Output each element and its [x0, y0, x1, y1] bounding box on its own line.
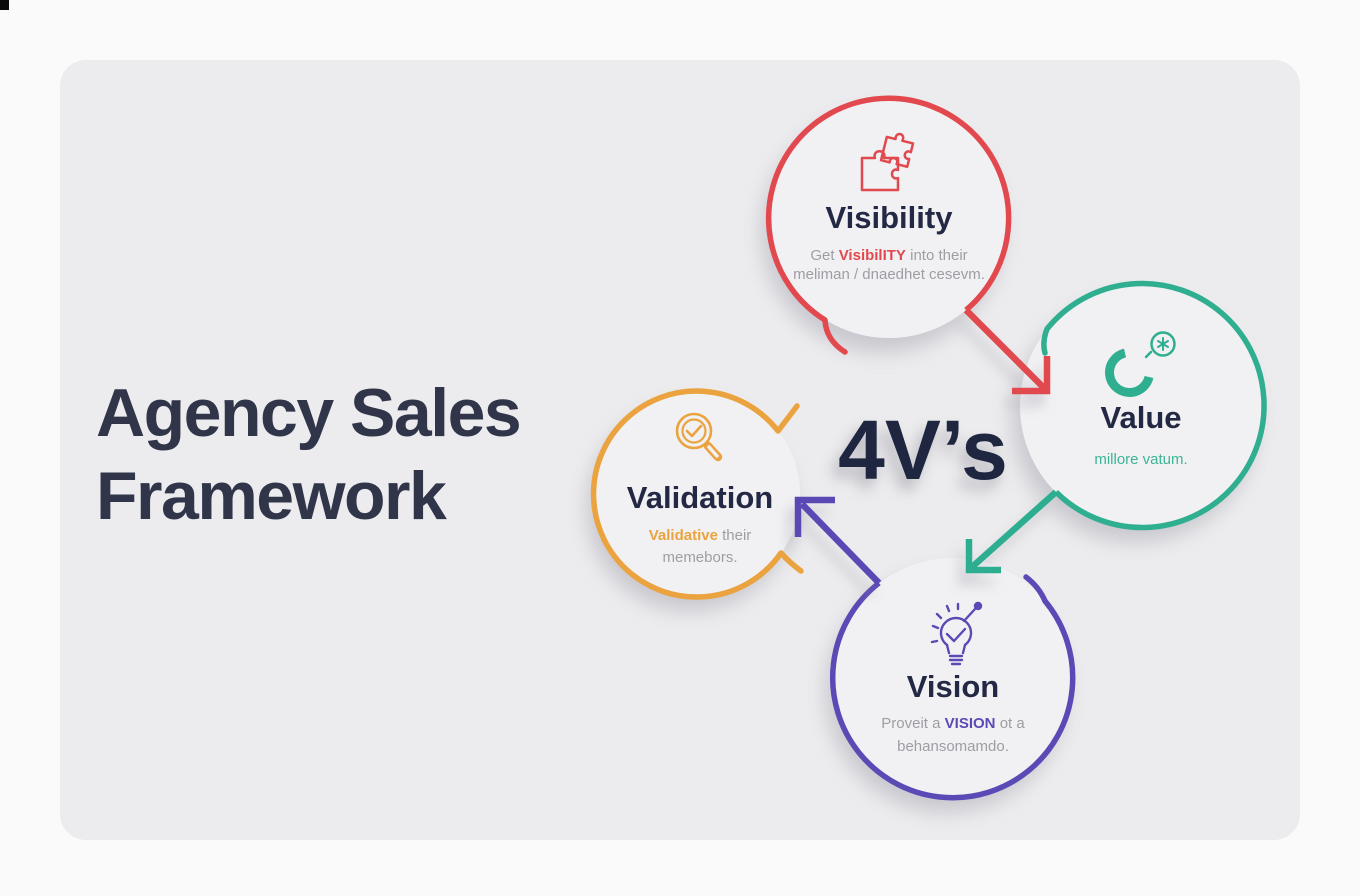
node-title-validation: Validation	[626, 480, 774, 515]
page-title: Agency Sales Framework	[96, 372, 522, 538]
page-title-line1: Agency Sales	[96, 375, 522, 451]
visibility-circle-tail	[822, 317, 848, 355]
visibility-circle	[765, 95, 1012, 355]
value-sub-line1: millore vatum.	[1094, 451, 1188, 468]
visibility-circle-fill	[769, 98, 1009, 338]
puzzle-icon	[860, 132, 915, 192]
validation-circle-tail-bottom	[778, 550, 804, 574]
visibility-sub-pre: Get	[810, 247, 839, 264]
node-subtitle-value: millore vatum.	[1094, 450, 1187, 469]
arrow-visibility-to-value	[963, 307, 1051, 395]
magnifier-check-icon	[675, 412, 723, 462]
validation-sub-line2: memebors.	[662, 549, 738, 566]
vision-sub-em: VISION	[944, 715, 996, 732]
node-subtitle-vision: Proveit a VISION ot a behansomamdo.	[881, 712, 1024, 758]
node-subtitle-validation: Validative their memebors.	[649, 525, 752, 569]
arrowhead-southwest	[965, 539, 1001, 574]
validation-sub-post: their	[717, 527, 752, 544]
value-circle	[1041, 280, 1267, 531]
arrowhead-northwest	[794, 496, 835, 537]
vision-sub-line2: behansomamdo.	[897, 738, 1009, 755]
validation-sub-em: Validative	[648, 527, 718, 544]
arrow-value-to-vision	[965, 489, 1059, 574]
center-label-4vs: 4V’s	[838, 403, 1008, 497]
validation-circle-tail-top	[775, 403, 800, 434]
node-title-vision: Vision	[906, 669, 1000, 704]
lightbulb-icon	[930, 601, 983, 666]
node-title-value: Value	[1100, 400, 1182, 435]
node-title-visibility: Visibility	[825, 200, 953, 235]
circle-fills	[594, 98, 1264, 798]
vision-circle-fill	[833, 558, 1073, 798]
arrow-vision-to-validation	[794, 496, 882, 586]
value-circle-tail	[1041, 326, 1050, 356]
corner-artifact-square	[0, 0, 9, 10]
arrowhead-southeast	[1012, 356, 1051, 395]
value-circle-fill	[1020, 284, 1264, 528]
vision-sub-post: ot a	[995, 715, 1025, 732]
visibility-sub-line2: meliman / dnaedhet cesevm.	[793, 266, 985, 283]
validation-circle-fill	[594, 391, 800, 597]
node-subtitle-visibility: Get VisibilITY into their meliman / dnae…	[793, 246, 985, 284]
validation-circle	[590, 388, 804, 600]
visibility-sub-em: VisibilITY	[838, 247, 906, 264]
visibility-sub-post: into their	[905, 247, 968, 264]
vision-circle	[829, 574, 1076, 801]
magnet-icon	[1105, 331, 1176, 397]
page-title-line2: Framework	[96, 458, 447, 534]
vision-circle-tail	[1023, 574, 1048, 604]
vision-sub-pre: Proveit a	[881, 715, 945, 732]
